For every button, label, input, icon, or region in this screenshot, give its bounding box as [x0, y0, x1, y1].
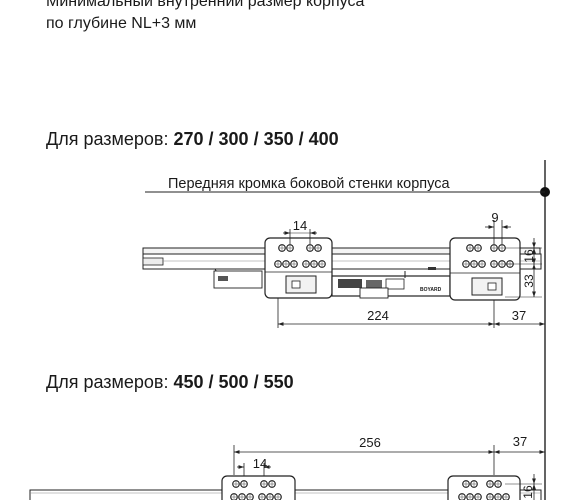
dim-vertical-2: 16 [505, 474, 542, 500]
dim-37-label: 37 [512, 308, 526, 323]
intro-line-1: Минимальный внутренний размер корпуса [46, 0, 365, 10]
front-edge-label: Передняя кромка боковой стенки корпуса [168, 176, 450, 192]
dim-vertical: 16 33 [505, 238, 542, 298]
right-bracket-2 [447, 475, 521, 500]
section-2-sizes: 450 / 500 / 550 [173, 372, 294, 392]
intro-text: Минимальный внутренний размер корпуса по… [46, 0, 364, 35]
brand-label: BOYARD [420, 287, 442, 293]
right-bracket [449, 237, 521, 301]
section-1-title: Для размеров: 270 / 300 / 350 / 400 [46, 128, 339, 150]
section-1-sizes: 270 / 300 / 350 / 400 [173, 129, 339, 149]
dim-256-label: 256 [359, 435, 381, 450]
section-2-drawing: 256 37 14 [29, 434, 545, 500]
section-2-prefix: Для размеров: [46, 372, 174, 392]
dim-16-label: 16 [522, 249, 536, 263]
section-1-drawing: Передняя кромка боковой стенки корпуса [142, 176, 545, 328]
dim-224-label: 224 [367, 308, 389, 323]
dim-hole-offset: 9 [485, 210, 511, 244]
dim-length-2: 256 37 [233, 434, 545, 475]
dim-14-label-2: 14 [253, 456, 267, 471]
left-bracket-2 [221, 475, 296, 500]
dim-14-label: 14 [293, 218, 307, 233]
dim-length: 224 37 [277, 298, 545, 328]
section-2-title: Для размеров: 450 / 500 / 550 [46, 371, 294, 393]
left-bracket [264, 237, 333, 299]
dim-hole-spacing: 14 [283, 218, 317, 244]
runner-rail [142, 247, 542, 289]
section-1-prefix: Для размеров: [46, 129, 174, 149]
dim-37-label-2: 37 [513, 434, 527, 449]
dim-16-label-2: 16 [521, 485, 535, 499]
dim-9-label: 9 [491, 210, 498, 225]
damper-mechanism: BOYARD [331, 267, 451, 299]
dim-hole-spacing-2: 14 [237, 456, 271, 478]
dim-33-label: 33 [522, 274, 536, 288]
intro-line-2: по глубине NL+3 мм [46, 15, 197, 32]
